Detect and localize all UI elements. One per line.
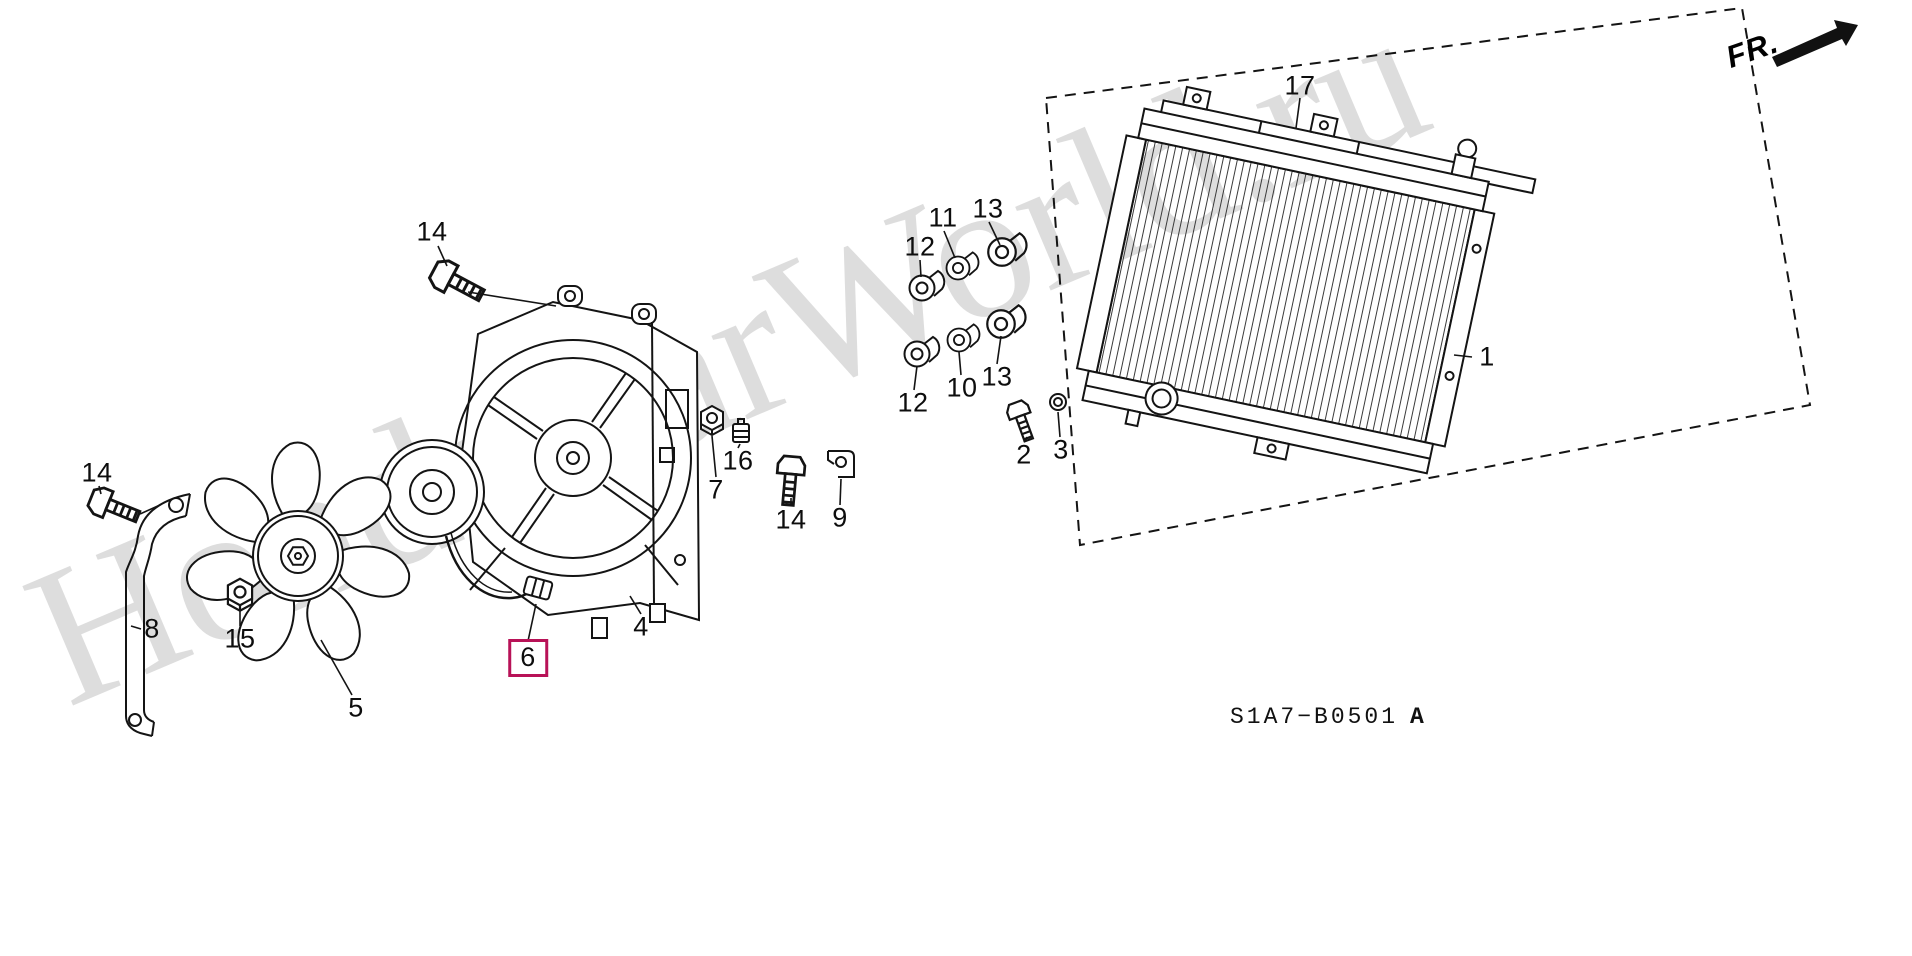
callout-7[interactable]: 7 — [708, 474, 724, 505]
plug-11-drawing — [945, 251, 980, 281]
callout-17[interactable]: 17 — [1284, 70, 1316, 101]
callout-14-mid[interactable]: 14 — [775, 504, 807, 535]
plug-13-bottom-drawing — [986, 304, 1027, 339]
plug-12-top-drawing — [908, 270, 946, 302]
harness-connector-drawing — [522, 575, 554, 601]
callout-6-highlighted[interactable]: 6 — [508, 639, 548, 677]
fr-arrow-icon — [1772, 20, 1858, 67]
plug-12-bottom-drawing — [903, 336, 941, 368]
callout-3[interactable]: 3 — [1053, 434, 1069, 465]
diagram-code: S1A7−B0501 A — [1230, 704, 1424, 730]
diagram-code-text: S1A7−B0501 — [1230, 704, 1399, 730]
bolt-14-top-drawing — [425, 255, 490, 311]
fan-blade-drawing — [181, 441, 416, 671]
dashed-boundary-box — [1044, 6, 1812, 547]
callout-13-top[interactable]: 13 — [972, 193, 1004, 224]
callout-8[interactable]: 8 — [144, 613, 160, 644]
bolt-14-left-drawing — [84, 483, 145, 532]
diagram-code-suffix: A — [1410, 704, 1424, 730]
callout-12-top[interactable]: 12 — [904, 231, 936, 262]
callout-13-bottom[interactable]: 13 — [981, 361, 1013, 392]
callout-11[interactable]: 11 — [928, 202, 958, 233]
radiator-drawing — [1075, 85, 1537, 475]
callout-10[interactable]: 10 — [946, 372, 978, 403]
callout-12-bottom[interactable]: 12 — [897, 387, 929, 418]
plug-13-top-drawing — [987, 232, 1028, 267]
clip-9-drawing — [827, 450, 855, 478]
fan-shroud-drawing — [454, 285, 701, 639]
callout-2[interactable]: 2 — [1016, 439, 1032, 470]
nut-7-drawing — [700, 405, 724, 436]
callout-15[interactable]: 15 — [224, 623, 256, 654]
callout-5[interactable]: 5 — [348, 692, 364, 723]
washer-3-drawing — [1049, 393, 1067, 411]
callout-14-left[interactable]: 14 — [81, 457, 113, 488]
bracket-drawing — [125, 493, 191, 737]
nut-15-drawing — [226, 577, 254, 612]
callout-4[interactable]: 4 — [633, 611, 649, 642]
callout-14-top[interactable]: 14 — [416, 216, 448, 247]
clip-16-drawing — [732, 418, 750, 443]
bolt-14-mid-drawing — [773, 454, 807, 508]
callout-9[interactable]: 9 — [832, 502, 848, 533]
bolt-2-drawing — [1003, 397, 1041, 445]
plug-10-drawing — [946, 323, 981, 353]
leader-lines — [98, 97, 1473, 696]
motor-harness-drawing — [444, 532, 554, 601]
callout-1[interactable]: 1 — [1479, 341, 1495, 372]
callout-16[interactable]: 16 — [722, 445, 754, 476]
